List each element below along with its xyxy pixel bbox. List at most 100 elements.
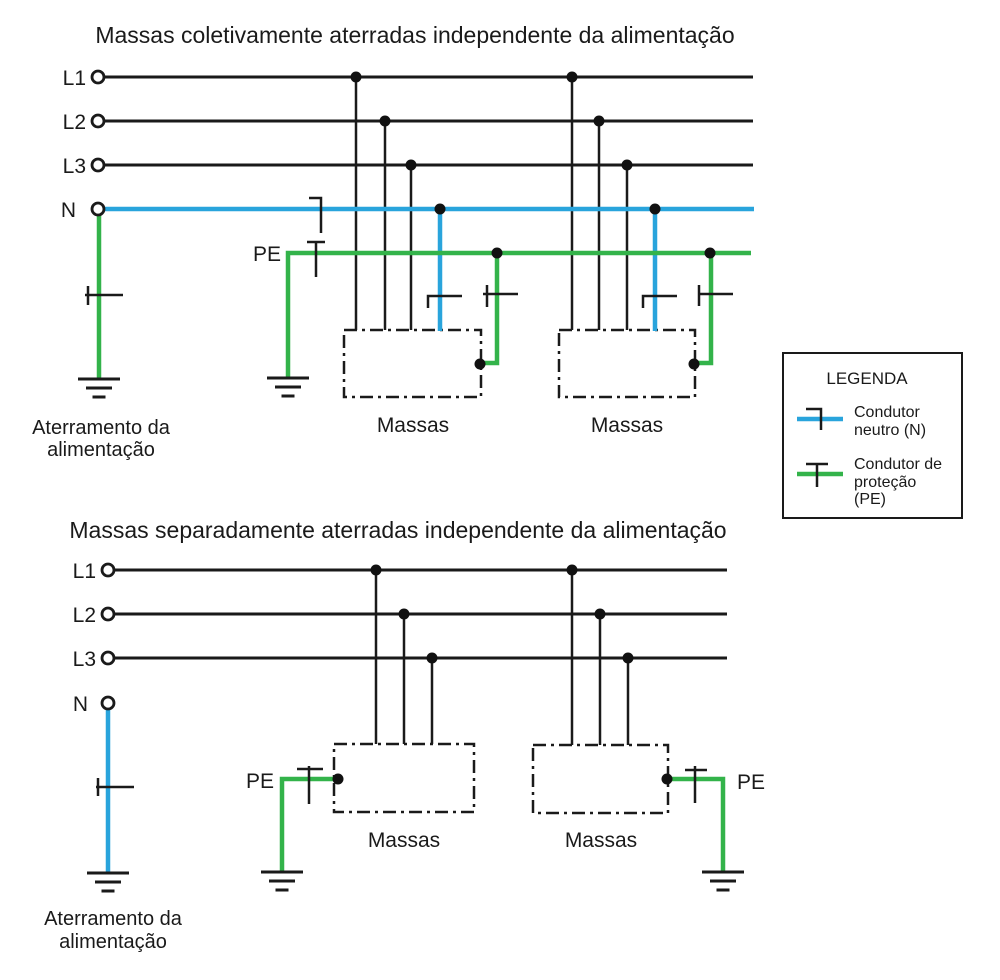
junction-dot: [398, 608, 410, 620]
n-label: N: [73, 693, 88, 716]
legend-neutral-label: neutro (N): [854, 422, 926, 439]
bottom-phase-taps: [374, 570, 630, 745]
pe-label: PE: [246, 770, 274, 793]
masses-label: Massas: [591, 414, 663, 437]
pe-mark-icon: [297, 766, 323, 804]
bottom-pe-conductors: [279, 776, 726, 872]
terminal-circle: [100, 562, 116, 578]
bottom-junction-dots: [332, 564, 673, 785]
top-source-terminals: [90, 69, 106, 217]
junction-dot: [566, 564, 578, 576]
pe-earthing-left: [279, 776, 338, 872]
top-masses-boxes: [342, 328, 697, 399]
bottom-masses-boxes: [332, 742, 670, 815]
supply-earth-caption: Aterramento da: [44, 908, 183, 930]
masses-box: [342, 328, 483, 399]
terminal-circle: [100, 650, 116, 666]
legend-title: LEGENDA: [826, 369, 908, 388]
l2-label: L2: [73, 604, 96, 627]
pe-mark-icon: [685, 766, 707, 803]
terminal-circle: [90, 157, 106, 173]
top-phase-bus-lines: [105, 75, 753, 167]
masses-box: [557, 328, 697, 399]
legend-pe-label: proteção: [854, 474, 916, 491]
neutral-mark-icon: [426, 294, 462, 308]
bottom-diagram: Massas separadamente aterradas independe…: [44, 517, 765, 953]
bottom-phase-bus-lines: [115, 568, 727, 660]
junction-dot: [566, 71, 578, 83]
legend-pe-label: (PE): [854, 491, 886, 508]
l3-label: L3: [63, 155, 86, 178]
top-pe-conductors: [96, 214, 751, 379]
bottom-earth-electrodes: [85, 870, 746, 893]
junction-dot: [594, 608, 606, 620]
earth-ground-icon: [85, 871, 131, 893]
n-label: N: [61, 199, 76, 222]
earth-conductor-mark-icon: [96, 778, 134, 796]
junction-dot: [434, 203, 446, 215]
junction-dot: [649, 203, 661, 215]
masses-box: [531, 743, 670, 815]
junction-dot: [426, 652, 438, 664]
pe-earthing-right: [667, 776, 726, 872]
earth-ground-icon: [76, 377, 122, 399]
l3-label: L3: [73, 648, 96, 671]
terminal-circle: [100, 695, 116, 711]
top-conductor-marks: [85, 196, 733, 308]
pe-drop: [481, 253, 500, 366]
junction-dot: [688, 358, 700, 370]
pe-bus-line: [285, 250, 751, 378]
top-diagram: Massas coletivamente aterradas independe…: [32, 22, 754, 461]
masses-label: Massas: [565, 829, 637, 852]
junction-dot: [370, 564, 382, 576]
junction-dot: [593, 115, 605, 127]
pe-mark-icon: [697, 285, 733, 306]
earth-conductor-mark-icon: [85, 286, 123, 305]
junction-dot: [704, 247, 716, 259]
top-earth-electrodes: [76, 376, 311, 399]
legend-pe-label: Condutor de: [854, 456, 942, 473]
junction-dot: [405, 159, 417, 171]
terminal-circle: [90, 69, 106, 85]
pe-label: PE: [253, 243, 281, 266]
junction-dot: [661, 773, 673, 785]
terminal-circle: [90, 201, 106, 217]
bottom-conductor-marks: [96, 766, 707, 804]
neutral-mark-icon: [641, 294, 677, 308]
masses-box: [332, 742, 476, 814]
junction-dot: [350, 71, 362, 83]
top-junction-dots: [350, 71, 716, 370]
legend-neutral-label: Condutor: [854, 404, 920, 421]
junction-dot: [474, 358, 486, 370]
masses-label: Massas: [377, 414, 449, 437]
top-diagram-title: Massas coletivamente aterradas independe…: [95, 22, 734, 48]
l1-label: L1: [73, 560, 96, 583]
junction-dot: [332, 773, 344, 785]
bottom-diagram-title: Massas separadamente aterradas independe…: [69, 517, 726, 543]
pe-drop: [695, 253, 714, 366]
top-phase-taps: [354, 77, 629, 330]
l1-label: L1: [63, 67, 86, 90]
supply-earth-caption: Aterramento da: [32, 417, 171, 439]
junction-dot: [491, 247, 503, 259]
junction-dot: [621, 159, 633, 171]
legend-border: [782, 352, 963, 519]
legend-box: LEGENDA Condutor neutro (N) Condutor de …: [782, 352, 963, 519]
junction-dot: [379, 115, 391, 127]
pe-mark-icon: [806, 462, 828, 487]
bottom-source-terminals: [100, 562, 116, 711]
supply-earth-caption: alimentação: [59, 931, 167, 953]
neutral-mark-icon: [309, 196, 323, 233]
terminal-circle: [100, 606, 116, 622]
earth-ground-icon: [700, 870, 746, 892]
masses-label: Massas: [368, 829, 440, 852]
terminal-circle: [90, 113, 106, 129]
l2-label: L2: [63, 111, 86, 134]
pe-mark-icon: [307, 240, 325, 277]
supply-earth-caption: alimentação: [47, 439, 155, 461]
neutral-mark-icon: [806, 407, 823, 430]
top-neutral-conductors: [105, 206, 754, 331]
junction-dot: [622, 652, 634, 664]
